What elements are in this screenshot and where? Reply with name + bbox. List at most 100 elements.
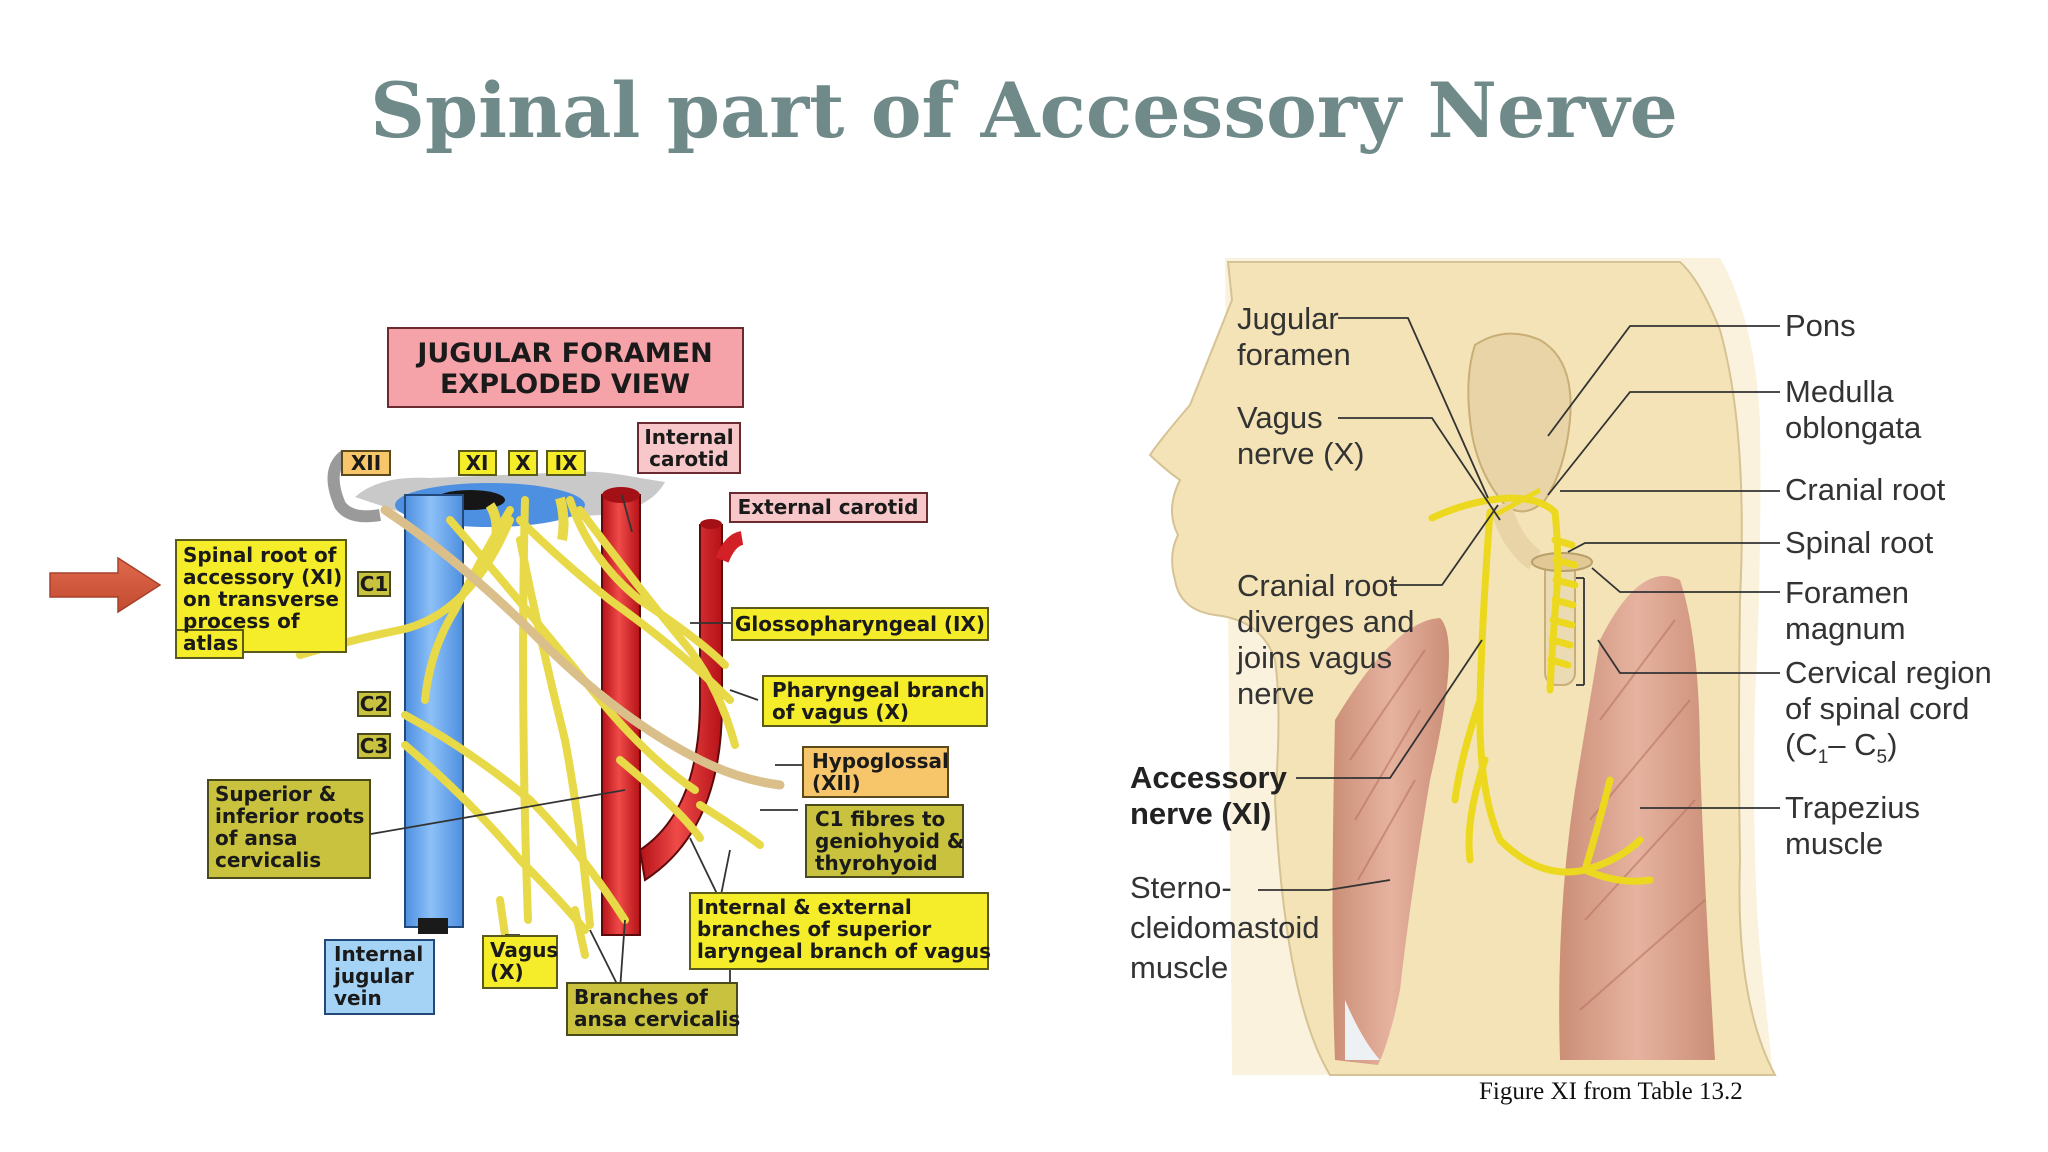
label-internal-jugular-vein: Internal jugular vein (324, 939, 435, 1015)
label-c2: C2 (357, 691, 391, 717)
svg-text:nerve (XI): nerve (XI) (1130, 796, 1271, 831)
svg-text:atlas: atlas (183, 631, 238, 655)
label-hypoglossal: Hypoglossal (XII) (802, 746, 949, 798)
label-medulla-oblongata: Medulla oblongata (1785, 374, 1922, 445)
label-spinal-root: Spinal root (1785, 525, 1934, 560)
svg-text:C3: C3 (360, 734, 389, 758)
brainstem-pons (1467, 332, 1572, 513)
label-foramen-magnum: Foramen magnum (1785, 575, 1909, 646)
svg-text:IX: IX (555, 451, 578, 475)
svg-text:magnum: magnum (1785, 611, 1906, 646)
svg-text:Vagus: Vagus (1237, 400, 1323, 435)
jugular-foramen-diagram: JUGULAR FORAMEN EXPLODED VIEW XII XI X I… (175, 327, 991, 1036)
svg-text:JUGULAR FORAMEN: JUGULAR FORAMEN (415, 338, 712, 369)
svg-text:muscle: muscle (1130, 950, 1228, 985)
svg-text:Superior &: Superior & (215, 782, 336, 806)
xii-hook (327, 450, 381, 523)
label-cranial-root-diverges: Cranial root diverges and joins vagus ne… (1236, 568, 1415, 711)
svg-text:accessory (XI): accessory (XI) (183, 565, 342, 589)
highlight-arrow-icon (49, 556, 162, 614)
svg-text:on transverse: on transverse (183, 587, 339, 611)
svg-text:(C1– C5): (C1– C5) (1785, 727, 1897, 768)
nerve-tag-xii: XII (341, 450, 391, 476)
trapezius-muscle (1559, 576, 1715, 1060)
svg-text:thyrohyoid: thyrohyoid (815, 851, 938, 875)
svg-text:X: X (515, 451, 531, 475)
svg-text:Pharyngeal branch: Pharyngeal branch (772, 678, 985, 702)
accessory-nerve-path (1428, 494, 1654, 885)
svg-text:Internal: Internal (644, 425, 733, 449)
label-vagus-nerve: Vagus nerve (X) (1237, 400, 1364, 471)
svg-text:branches of superior: branches of superior (697, 917, 931, 941)
figure-caption: Figure XI from Table 13.2 (1479, 1078, 1743, 1105)
label-accessory-nerve: Accessory nerve (XI) (1130, 760, 1288, 831)
svg-text:inferior roots: inferior roots (215, 804, 364, 828)
svg-text:(X): (X) (490, 960, 524, 984)
svg-text:Branches of: Branches of (574, 985, 708, 1009)
svg-text:of vagus (X): of vagus (X) (772, 700, 909, 724)
nerve-tag-xi: XI (458, 450, 497, 476)
svg-text:C1: C1 (360, 572, 389, 596)
head-neck-diagram: Jugular foramen Vagus nerve (X) Cranial … (1130, 258, 1992, 1105)
svg-text:C2: C2 (360, 692, 389, 716)
label-spinal-root-of-accessory: Spinal root of accessory (XI) on transve… (175, 539, 347, 659)
nerve-bundle (296, 496, 764, 959)
label-cervical-region: Cervical region of spinal cord (C1– C5) (1785, 655, 1992, 768)
svg-text:Hypoglossal: Hypoglossal (812, 749, 949, 773)
external-carotid-artery (638, 524, 723, 882)
svg-text:carotid: carotid (649, 447, 729, 471)
nerve-tag-x: X (508, 450, 538, 476)
svg-text:Trapezius: Trapezius (1785, 790, 1920, 825)
internal-jugular-vein-shape (404, 494, 464, 928)
svg-text:Foramen: Foramen (1785, 575, 1909, 610)
label-sternocleidomastoid: Sterno- cleidomastoid muscle (1130, 870, 1320, 985)
svg-text:C1 fibres to: C1 fibres to (815, 807, 945, 831)
svg-text:Cranial root: Cranial root (1237, 568, 1398, 603)
svg-text:Accessory: Accessory (1130, 760, 1288, 795)
svg-text:External carotid: External carotid (738, 495, 919, 519)
svg-text:nerve: nerve (1237, 676, 1315, 711)
svg-text:Internal: Internal (334, 942, 423, 966)
svg-text:joins vagus: joins vagus (1236, 640, 1392, 675)
svg-text:XII: XII (351, 451, 381, 475)
svg-text:cleidomastoid: cleidomastoid (1130, 910, 1320, 945)
svg-text:Glossopharyngeal (IX): Glossopharyngeal (IX) (735, 612, 985, 636)
svg-text:diverges and: diverges and (1237, 604, 1415, 639)
jugular-foramen-header: JUGULAR FORAMEN EXPLODED VIEW (387, 327, 744, 408)
svg-text:foramen: foramen (1237, 337, 1351, 372)
svg-text:Medulla: Medulla (1785, 374, 1894, 409)
svg-text:(XII): (XII) (812, 771, 861, 795)
label-internal-carotid: Internal carotid (637, 422, 741, 474)
svg-text:ansa cervicalis: ansa cervicalis (574, 1007, 740, 1031)
nerve-tag-ix: IX (546, 450, 586, 476)
svg-text:cervicalis: cervicalis (215, 848, 321, 872)
svg-text:vein: vein (334, 986, 382, 1010)
label-laryngeal-branches: Internal & external branches of superior… (689, 892, 991, 970)
svg-text:of ansa: of ansa (215, 826, 298, 850)
label-pons: Pons (1785, 308, 1856, 343)
svg-text:laryngeal branch of vagus: laryngeal branch of vagus (697, 939, 991, 963)
label-c1-fibres: C1 fibres to geniohyoid & thyrohyoid (805, 804, 964, 878)
hypoglossal-nerve (380, 505, 785, 790)
label-ansa-roots: Superior & inferior roots of ansa cervic… (207, 779, 371, 879)
svg-text:geniohyoid &: geniohyoid & (815, 829, 964, 853)
svg-text:Cervical region: Cervical region (1785, 655, 1992, 690)
svg-text:nerve (X): nerve (X) (1237, 436, 1364, 471)
svg-text:Sterno-: Sterno- (1130, 870, 1232, 905)
label-c3: C3 (357, 733, 391, 759)
svg-text:Spinal root of: Spinal root of (183, 543, 337, 567)
svg-text:Jugular: Jugular (1237, 301, 1339, 336)
svg-text:jugular: jugular (333, 964, 414, 988)
label-jugular-foramen: Jugular foramen (1237, 301, 1351, 372)
label-external-carotid: External carotid (729, 492, 928, 523)
label-c1: C1 (357, 571, 391, 597)
slide-title: Spinal part of Accessory Nerve (370, 66, 1678, 155)
svg-text:XI: XI (466, 451, 489, 475)
svg-text:process of: process of (183, 609, 300, 633)
label-pharyngeal-branch: Pharyngeal branch of vagus (X) (762, 675, 988, 727)
svg-text:of spinal cord: of spinal cord (1785, 691, 1969, 726)
label-trapezius-muscle: Trapezius muscle (1785, 790, 1920, 861)
label-ansa-branches: Branches of ansa cervicalis (566, 982, 740, 1036)
sternocleidomastoid-muscle (1332, 618, 1449, 1065)
